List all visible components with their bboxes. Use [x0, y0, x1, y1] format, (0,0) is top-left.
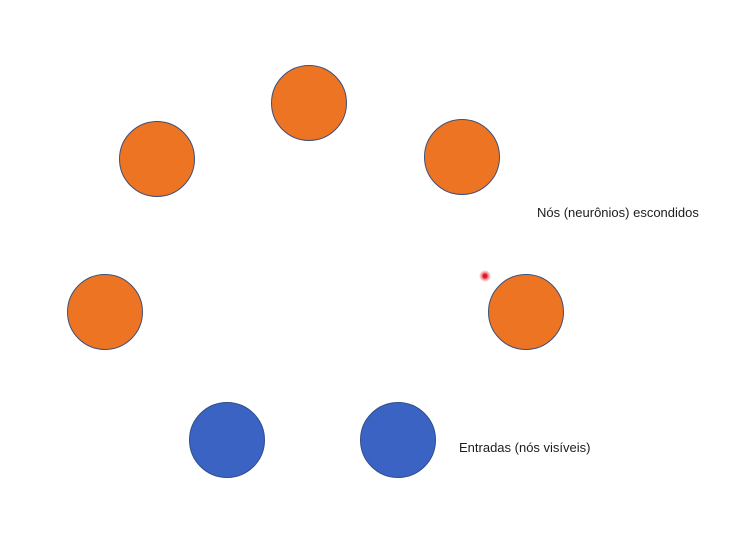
- input-node-1: [189, 402, 265, 478]
- hidden-node-1: [271, 65, 347, 141]
- hidden-nodes-label: Nós (neurônios) escondidos: [537, 205, 699, 220]
- laser-pointer-icon: [479, 270, 491, 282]
- hidden-node-4: [67, 274, 143, 350]
- hidden-node-2: [119, 121, 195, 197]
- input-node-2: [360, 402, 436, 478]
- input-nodes-label: Entradas (nós visíveis): [459, 440, 591, 455]
- hidden-node-5: [488, 274, 564, 350]
- hidden-node-3: [424, 119, 500, 195]
